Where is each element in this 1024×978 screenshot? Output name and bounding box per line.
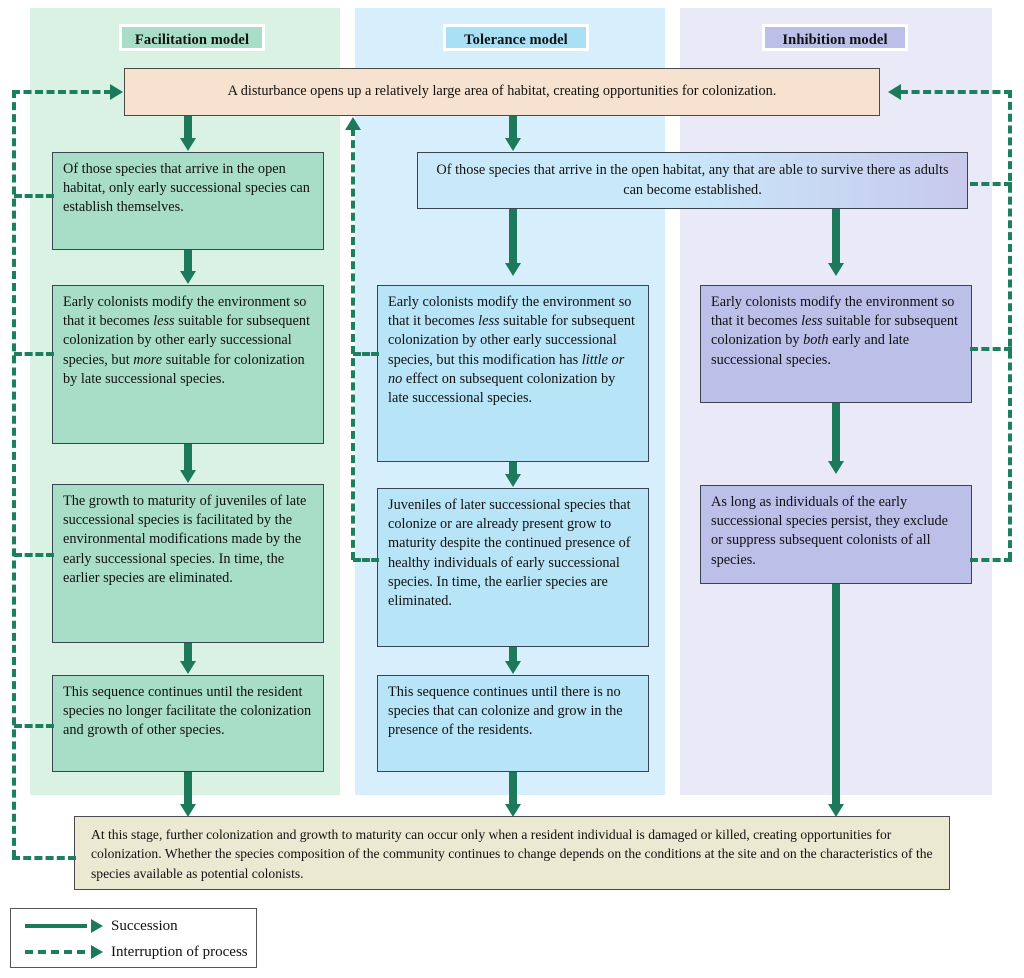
arrow-head-tolerance-3 xyxy=(505,474,521,487)
legend-row-succession: Succession xyxy=(11,913,256,939)
legend-label-interruption: Interruption of process xyxy=(111,943,248,960)
arrow-head-facilitation-4 xyxy=(180,661,196,674)
legend-label-succession: Succession xyxy=(111,917,178,934)
interruption-left-to-disturbance xyxy=(12,90,112,94)
tolerance-step-1: Early colonists modify the environment s… xyxy=(377,285,649,462)
arrow-facilitation-step3-to-step4 xyxy=(184,643,192,663)
arrow-head-tolerance-5 xyxy=(505,804,521,817)
arrow-inhibition-openhabitat-to-step1 xyxy=(832,209,840,267)
arrow-facilitation-step4-to-summary xyxy=(184,772,192,806)
arrow-tolerance-disturbance-to-openhabitat xyxy=(509,116,517,140)
interruption-branch-inhibition-2 xyxy=(970,558,1012,562)
facilitation-step-2: Early colonists modify the environment s… xyxy=(52,285,324,444)
arrow-facilitation-step1-to-step2 xyxy=(184,250,192,273)
arrow-head-tolerance-2 xyxy=(505,263,521,276)
succession-arrow-icon xyxy=(25,919,103,933)
arrow-tolerance-step2-to-step3 xyxy=(509,647,517,663)
disturbance-box: A disturbance opens up a relatively larg… xyxy=(124,68,880,116)
arrow-head-facilitation-5 xyxy=(180,804,196,817)
arrow-head-interruption-right-top xyxy=(888,84,901,100)
interruption-branch-inhibition-1 xyxy=(970,347,1012,351)
interruption-branch-facilitation-2 xyxy=(14,352,54,356)
column-header-tolerance: Tolerance model xyxy=(443,24,589,51)
arrow-inhibition-step1-to-step2 xyxy=(832,403,840,465)
summary-box: At this stage, further colonization and … xyxy=(74,816,950,890)
tolerance-step-2: Juveniles of later successional species … xyxy=(377,488,649,647)
column-header-facilitation: Facilitation model xyxy=(119,24,265,51)
interruption-trunk-right xyxy=(1008,90,1012,560)
interruption-branch-summary-left xyxy=(12,856,76,860)
interruption-branch-tolerance-1 xyxy=(353,352,379,356)
arrow-head-facilitation-2 xyxy=(180,271,196,284)
interruption-branch-facilitation-4 xyxy=(14,724,54,728)
facilitation-step-4: This sequence continues until the reside… xyxy=(52,675,324,772)
interruption-branch-facilitation-1 xyxy=(14,194,54,198)
arrow-facilitation-step2-to-step3 xyxy=(184,444,192,472)
arrow-tolerance-step3-to-summary xyxy=(509,772,517,806)
inhibition-step-2: As long as individuals of the early succ… xyxy=(700,485,972,584)
arrow-head-interruption-left-top xyxy=(110,84,123,100)
arrow-head-facilitation-1 xyxy=(180,138,196,151)
interruption-trunk-left xyxy=(12,90,16,858)
arrow-head-interruption-middle-top xyxy=(345,117,361,130)
interruption-branch-openhabitat-right xyxy=(970,182,1012,186)
open-habitat-box: Of those species that arrive in the open… xyxy=(417,152,968,209)
arrow-head-facilitation-3 xyxy=(180,470,196,483)
column-header-inhibition: Inhibition model xyxy=(762,24,908,51)
interruption-arrow-icon xyxy=(25,945,103,959)
arrow-tolerance-openhabitat-to-step1 xyxy=(509,209,517,265)
facilitation-step-3: The growth to maturity of juveniles of l… xyxy=(52,484,324,643)
arrow-tolerance-step1-to-step2 xyxy=(509,462,517,478)
tolerance-step-3: This sequence continues until there is n… xyxy=(377,675,649,772)
interruption-trunk-middle xyxy=(351,128,355,560)
arrow-head-tolerance-4 xyxy=(505,661,521,674)
inhibition-step-1: Early colonists modify the environment s… xyxy=(700,285,972,403)
arrow-head-inhibition-1 xyxy=(828,263,844,276)
arrow-facilitation-disturbance-to-step1 xyxy=(184,116,192,140)
interruption-branch-tolerance-2 xyxy=(353,558,379,562)
arrow-head-tolerance-1 xyxy=(505,138,521,151)
interruption-right-to-disturbance xyxy=(900,90,1012,94)
legend: Succession Interruption of process xyxy=(10,908,257,968)
arrow-head-inhibition-2 xyxy=(828,461,844,474)
arrow-inhibition-step2-to-summary xyxy=(832,584,840,806)
interruption-branch-facilitation-3 xyxy=(14,553,54,557)
arrow-head-inhibition-3 xyxy=(828,804,844,817)
legend-row-interruption: Interruption of process xyxy=(11,939,256,965)
facilitation-step-1: Of those species that arrive in the open… xyxy=(52,152,324,250)
